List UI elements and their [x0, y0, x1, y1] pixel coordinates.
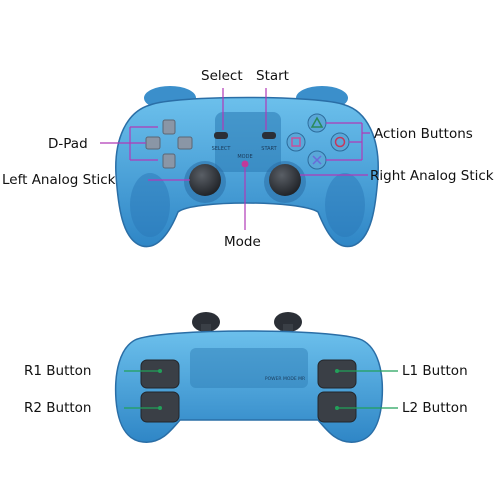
d-pad[interactable] [145, 119, 193, 169]
r2-button-label: R2 Button [24, 400, 92, 416]
l1-button-label: L1 Button [402, 363, 468, 379]
r1-button[interactable] [140, 359, 180, 389]
right-analog-stick[interactable] [269, 164, 301, 196]
back-callout-lines [124, 370, 398, 409]
mode-label: Mode [224, 234, 261, 250]
start-button[interactable] [262, 132, 276, 139]
back-controller: POWER MODE MR [114, 312, 384, 443]
back-internals [190, 348, 308, 388]
action-buttons-callout-line [326, 122, 370, 161]
start-label: Start [256, 68, 289, 84]
center-internals [215, 112, 281, 172]
r1-button-label: R1 Button [24, 363, 92, 379]
d-pad-callout-line [100, 126, 158, 161]
action-buttons-label: Action Buttons [374, 126, 473, 142]
mode-marking: MODE [237, 154, 252, 160]
right-grip-shade [325, 173, 365, 237]
square-icon [291, 137, 301, 147]
start-marking: START [261, 146, 277, 152]
back-right-stick-top [274, 312, 302, 332]
mode-button[interactable] [241, 160, 249, 168]
select-label: Select [201, 68, 243, 84]
back-callout-dots [158, 369, 339, 410]
back-left-stick-top [192, 312, 220, 332]
left-analog-stick-label: Left Analog Stick [2, 172, 116, 188]
right-analog-stick-label: Right Analog Stick [370, 168, 494, 184]
front-controller-body [115, 96, 379, 248]
cross-icon [312, 155, 322, 165]
front-controller: SELECT START MODE [115, 86, 379, 248]
l2-button-label: L2 Button [402, 400, 468, 416]
left-grip-shade [130, 173, 170, 237]
front-callout-lines [100, 88, 370, 230]
select-marking: SELECT [212, 146, 232, 152]
action-buttons[interactable] [286, 113, 350, 170]
triangle-icon [310, 116, 324, 128]
circle-icon [334, 136, 346, 148]
back-marking: POWER MODE MR [265, 376, 305, 382]
select-button[interactable] [214, 132, 228, 139]
left-analog-stick[interactable] [189, 164, 221, 196]
d-pad-label: D-Pad [48, 136, 88, 152]
l1-button[interactable] [317, 359, 357, 389]
